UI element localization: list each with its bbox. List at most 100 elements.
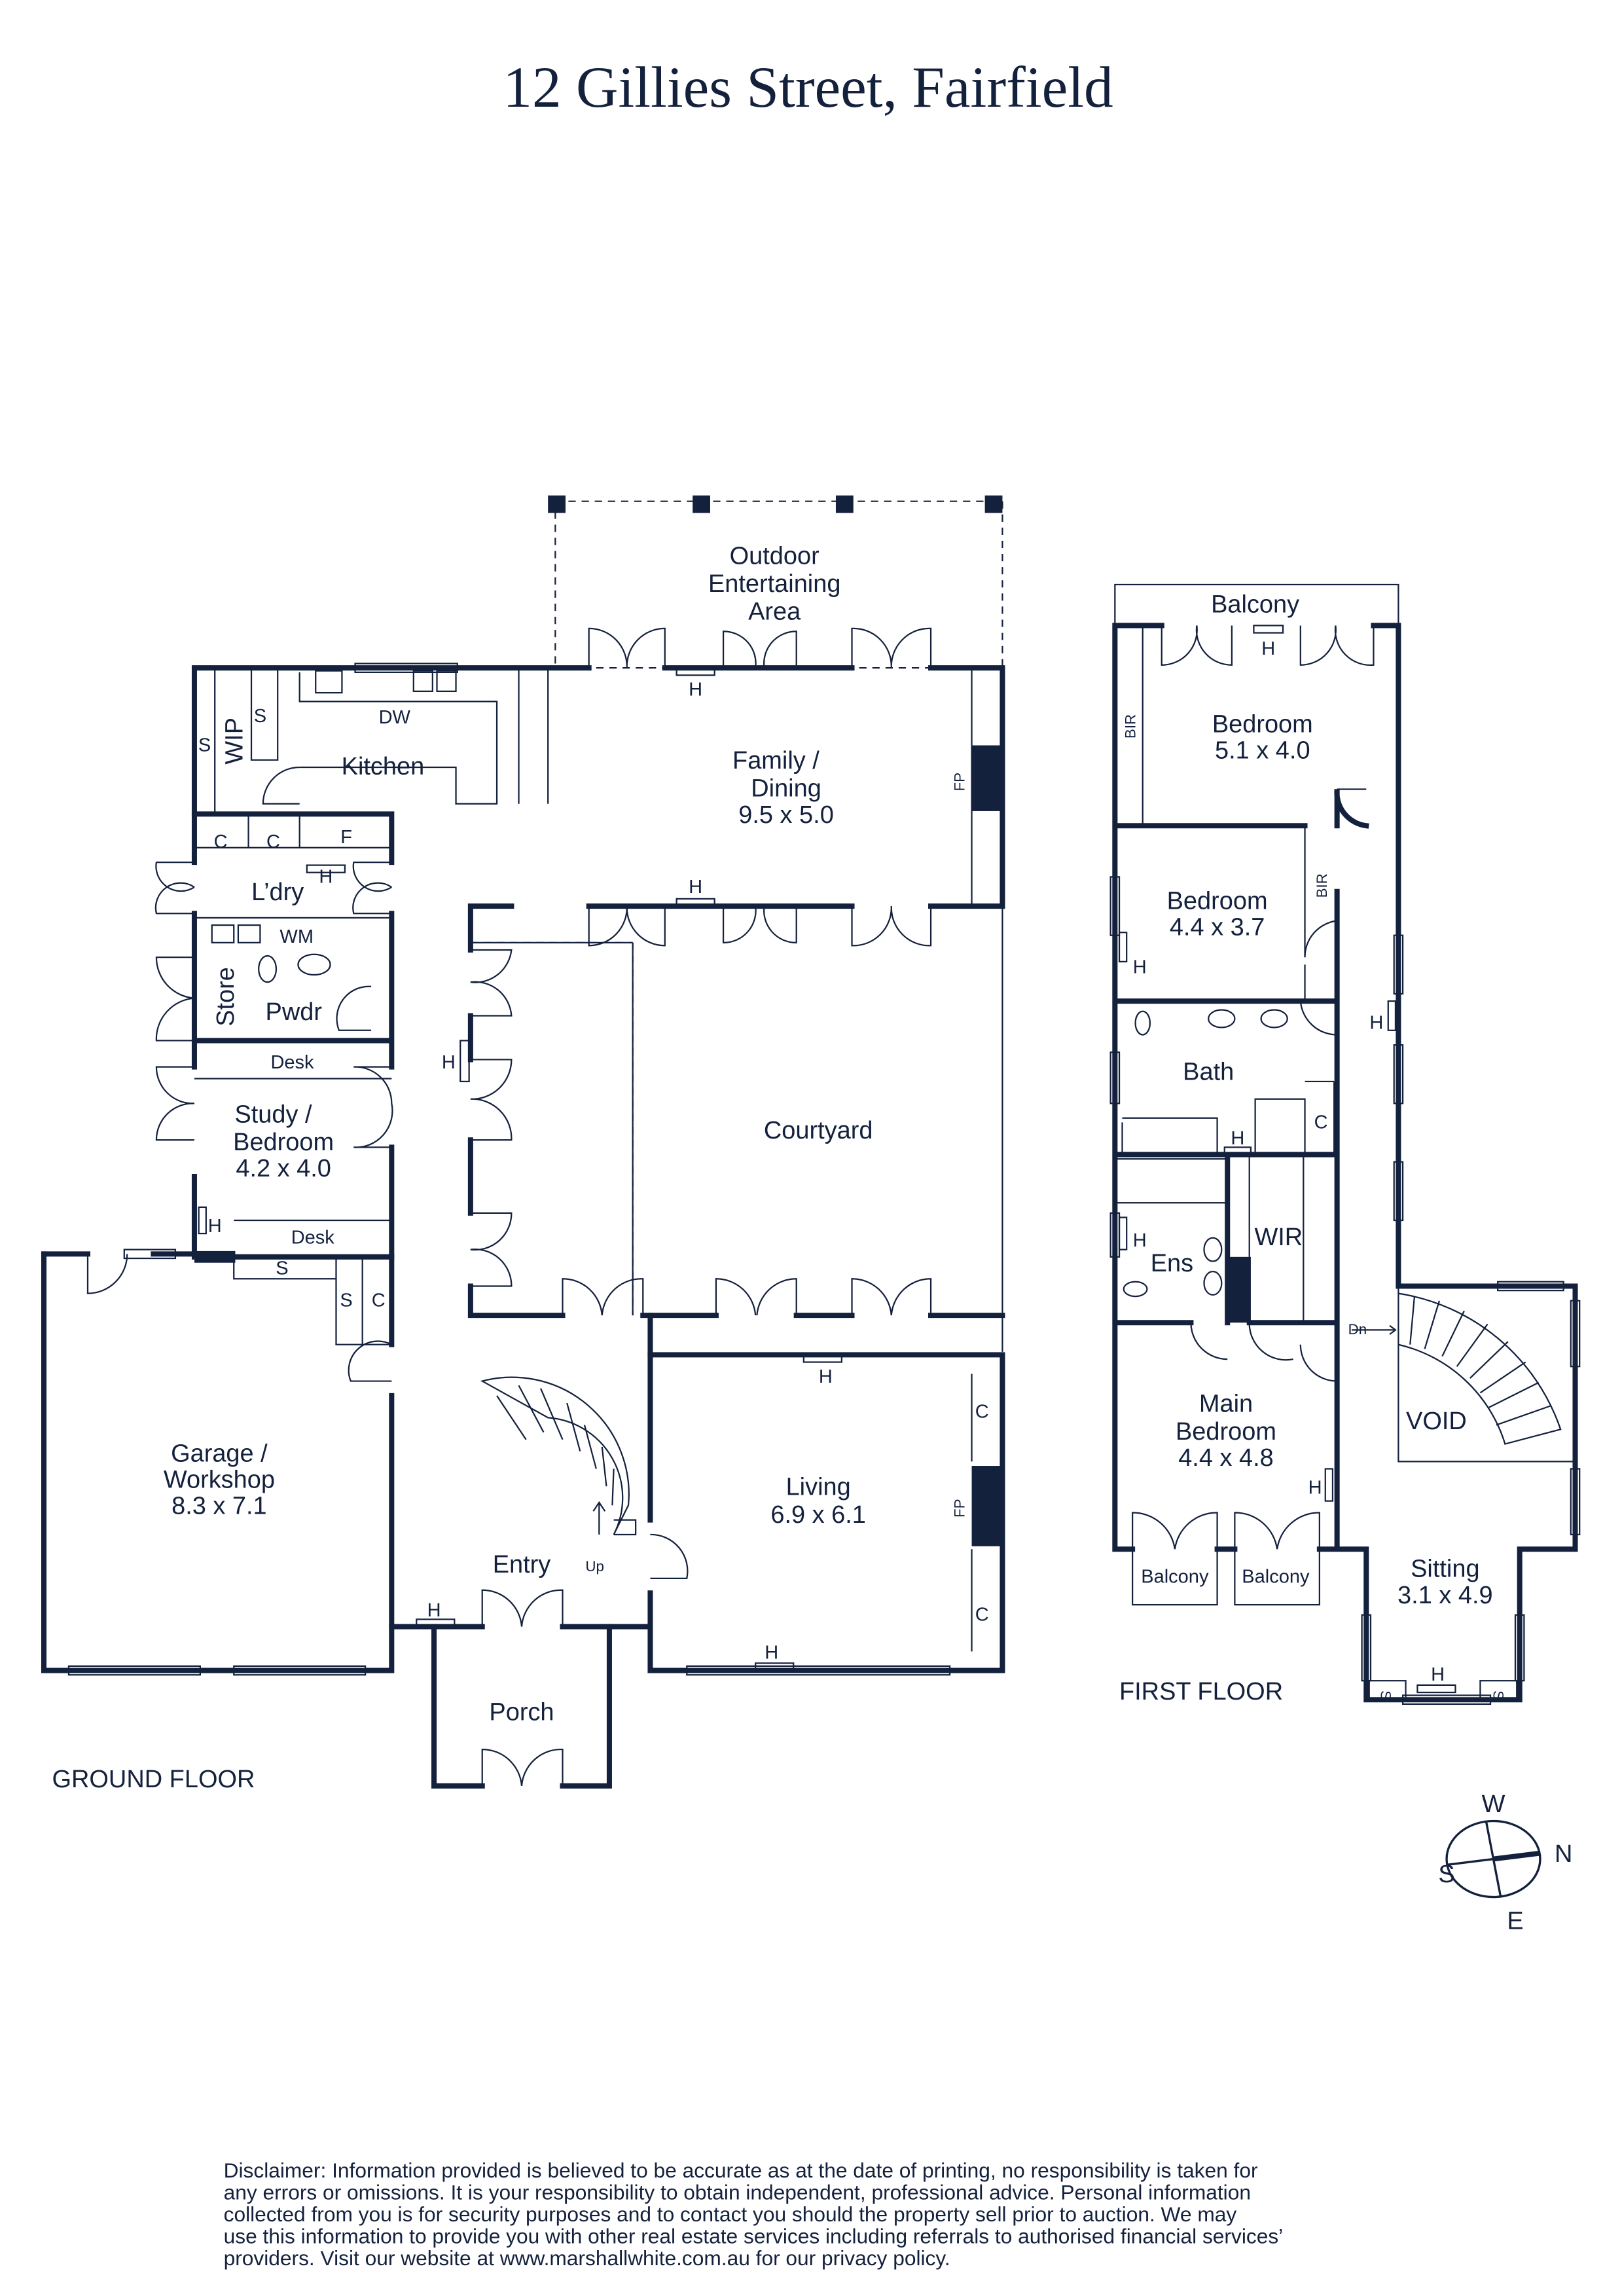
room-label-kitchen: Kitchen bbox=[342, 753, 425, 780]
room-label-study: Bedroom bbox=[233, 1129, 334, 1156]
room-dimensions-bedroom: 4.4 x 3.7 bbox=[1170, 914, 1265, 941]
room-label-garage: Workshop bbox=[164, 1467, 275, 1494]
window bbox=[1393, 1161, 1404, 1222]
fixture-label-h: H bbox=[1133, 957, 1147, 978]
ground-staircase bbox=[480, 1376, 637, 1536]
room-label-garage: Garage / bbox=[171, 1440, 268, 1467]
disclaimer-line: any errors or omissions. It is your resp… bbox=[224, 2181, 1251, 2204]
fixture-label-c: C bbox=[372, 1290, 386, 1311]
room-label-bedroom: Bedroom bbox=[1212, 710, 1313, 738]
toilet-icon bbox=[1134, 1010, 1151, 1036]
fixture-label-c: C bbox=[975, 1401, 989, 1422]
fireplace bbox=[971, 1466, 1003, 1546]
room-label-bedroom: Bedroom bbox=[1167, 888, 1268, 915]
window bbox=[1514, 1614, 1525, 1682]
fixture-label-h: H bbox=[765, 1643, 778, 1664]
room-label-living: Living bbox=[786, 1474, 851, 1501]
fixture-label-h: H bbox=[1231, 1128, 1244, 1149]
heater bbox=[460, 1040, 470, 1083]
cooktop-icon bbox=[315, 670, 343, 694]
room-label-porch: Porch bbox=[489, 1698, 554, 1726]
heater bbox=[676, 667, 715, 676]
room-label-sitting: Sitting bbox=[1411, 1556, 1479, 1583]
fixture-label-h: H bbox=[208, 1216, 222, 1237]
toilet-icon bbox=[258, 955, 278, 983]
fixture-label-s: S bbox=[198, 735, 211, 756]
first-floor-label: FIRST FLOOR bbox=[1119, 1678, 1283, 1705]
first-floor: Balcony Bedroom 5.1 x 4.0 Bedroom 4.4 x … bbox=[1109, 583, 1581, 1705]
fixture-label-s: S bbox=[254, 706, 266, 727]
post bbox=[693, 495, 710, 513]
fixture-label-h: H bbox=[319, 866, 333, 887]
room-dimensions-bedroom: 5.1 x 4.0 bbox=[1215, 737, 1310, 765]
disclaimer-line: use this information to provide you with… bbox=[224, 2225, 1284, 2248]
fixture-label-c: C bbox=[1314, 1112, 1328, 1133]
basin-icon bbox=[1208, 1009, 1236, 1029]
fixture-label-h: H bbox=[427, 1600, 441, 1621]
fixture-label-h: H bbox=[1261, 638, 1275, 659]
window bbox=[1393, 934, 1404, 995]
compass-s: S bbox=[1438, 1861, 1454, 1888]
compass-e: E bbox=[1507, 1908, 1523, 1935]
basin-icon bbox=[1203, 1271, 1223, 1296]
shelf bbox=[1368, 1680, 1407, 1700]
fixture-label-s: S bbox=[1490, 1690, 1507, 1700]
fixture-lines bbox=[1121, 625, 1576, 1463]
fixture-label-h: H bbox=[1369, 1013, 1383, 1034]
room-label-wir: WIR bbox=[1254, 1224, 1303, 1251]
window bbox=[354, 663, 458, 673]
fixture-label-fp: FP bbox=[951, 773, 967, 792]
room-label-ensuite: Ens bbox=[1151, 1250, 1193, 1277]
room-label-store: Store bbox=[212, 967, 240, 1027]
compass-north-arrow bbox=[1493, 1850, 1541, 1862]
fixture-label-s: S bbox=[340, 1290, 352, 1311]
fixture-label-c: C bbox=[266, 831, 280, 852]
fixture-lines bbox=[194, 668, 1003, 1652]
fireplace bbox=[971, 745, 1003, 811]
room-label-family: Family / bbox=[732, 747, 820, 774]
room-label-outdoor: Entertaining bbox=[708, 570, 840, 598]
room-label-balcony: Balcony bbox=[1211, 591, 1299, 618]
window bbox=[686, 1665, 951, 1676]
wall bbox=[431, 1624, 612, 1789]
heater bbox=[755, 1662, 795, 1671]
compass-n: N bbox=[1555, 1840, 1572, 1868]
compass: W N S E bbox=[1438, 1791, 1572, 1935]
room-dimensions-living: 6.9 x 6.1 bbox=[770, 1501, 866, 1529]
fixture-label-dw: DW bbox=[379, 707, 411, 728]
room-dimensions-main-bedroom: 4.4 x 4.8 bbox=[1178, 1444, 1274, 1472]
room-label-bath: Bath bbox=[1183, 1059, 1234, 1086]
room-label-main-bedroom: Main bbox=[1199, 1390, 1253, 1417]
window bbox=[67, 1665, 201, 1676]
fixture-label-h: H bbox=[819, 1366, 833, 1387]
wall-pier bbox=[194, 1250, 236, 1263]
sink-icon bbox=[412, 670, 433, 693]
room-label-balcony: Balcony bbox=[1141, 1567, 1209, 1588]
window bbox=[1109, 1051, 1121, 1104]
disclaimer-line: providers. Visit our website at www.mars… bbox=[224, 2246, 950, 2270]
window bbox=[123, 1248, 177, 1260]
room-dimensions-family: 9.5 x 5.0 bbox=[738, 801, 834, 829]
heater bbox=[1118, 1216, 1128, 1250]
window bbox=[1361, 1614, 1372, 1682]
room-label-void: VOID bbox=[1406, 1408, 1467, 1435]
window bbox=[1109, 876, 1121, 936]
wall bbox=[191, 665, 1005, 1319]
post bbox=[835, 495, 854, 513]
room-label-family: Dining bbox=[751, 775, 821, 803]
fixture-label-h: H bbox=[1308, 1477, 1322, 1498]
appliance bbox=[211, 924, 235, 943]
window bbox=[1401, 1694, 1492, 1705]
fixture-label-c: C bbox=[214, 831, 228, 852]
heater bbox=[802, 1354, 842, 1363]
heater bbox=[1387, 1000, 1397, 1031]
fixture-label-fp: FP bbox=[951, 1499, 967, 1518]
basin-icon bbox=[1260, 1009, 1288, 1029]
shower bbox=[1114, 1158, 1229, 1204]
room-dimensions-study: 4.2 x 4.0 bbox=[236, 1155, 331, 1182]
heater bbox=[306, 864, 346, 873]
stair-up-label: Up bbox=[585, 1558, 604, 1575]
wall-pier bbox=[1227, 1256, 1251, 1323]
fixture-label-f: F bbox=[340, 827, 352, 848]
